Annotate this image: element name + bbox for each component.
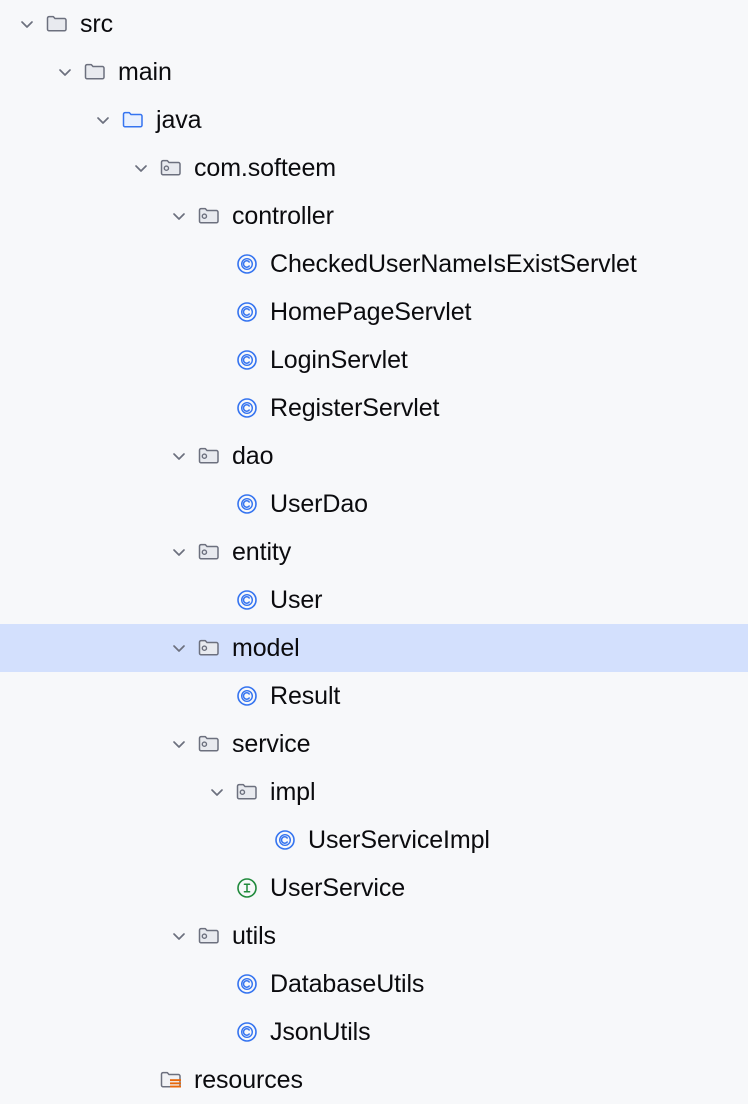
chevron-down-icon[interactable] bbox=[164, 528, 194, 576]
tree-row[interactable]: UserDao bbox=[0, 480, 748, 528]
tree-row[interactable]: CheckedUserNameIsExistServlet bbox=[0, 240, 748, 288]
chevron-down-icon[interactable] bbox=[164, 624, 194, 672]
package-icon bbox=[194, 912, 224, 960]
folder-resources-icon bbox=[156, 1056, 186, 1104]
chevron-down-icon[interactable] bbox=[164, 720, 194, 768]
tree-node-label: Result bbox=[270, 682, 341, 710]
tree-chevron-placeholder bbox=[202, 864, 232, 912]
tree-chevron-placeholder bbox=[202, 672, 232, 720]
tree-row[interactable]: model bbox=[0, 624, 748, 672]
java-class-icon bbox=[232, 384, 262, 432]
java-class-icon bbox=[232, 960, 262, 1008]
chevron-down-icon[interactable] bbox=[164, 192, 194, 240]
tree-row[interactable]: HomePageServlet bbox=[0, 288, 748, 336]
tree-node-label: resources bbox=[194, 1066, 303, 1094]
folder-gray-icon bbox=[42, 0, 72, 48]
tree-chevron-placeholder bbox=[202, 336, 232, 384]
tree-node-label: LoginServlet bbox=[270, 346, 408, 374]
chevron-down-icon[interactable] bbox=[126, 144, 156, 192]
tree-node-label: entity bbox=[232, 538, 292, 566]
java-class-icon bbox=[232, 288, 262, 336]
tree-row[interactable]: controller bbox=[0, 192, 748, 240]
package-icon bbox=[194, 192, 224, 240]
tree-node-label: impl bbox=[270, 778, 316, 806]
tree-node-label: model bbox=[232, 634, 300, 662]
package-icon bbox=[156, 144, 186, 192]
folder-blue-icon bbox=[118, 96, 148, 144]
java-class-icon bbox=[232, 480, 262, 528]
chevron-down-icon[interactable] bbox=[164, 432, 194, 480]
tree-node-label: UserService bbox=[270, 874, 406, 902]
tree-chevron-placeholder bbox=[202, 1008, 232, 1056]
java-class-icon bbox=[232, 1008, 262, 1056]
tree-node-label: JsonUtils bbox=[270, 1018, 371, 1046]
tree-node-label: User bbox=[270, 586, 323, 614]
tree-chevron-placeholder bbox=[202, 240, 232, 288]
tree-row[interactable]: UserServiceImpl bbox=[0, 816, 748, 864]
tree-row[interactable]: utils bbox=[0, 912, 748, 960]
tree-node-label: main bbox=[118, 58, 172, 86]
tree-chevron-placeholder bbox=[240, 816, 270, 864]
tree-row[interactable]: User bbox=[0, 576, 748, 624]
chevron-down-icon[interactable] bbox=[164, 912, 194, 960]
tree-row[interactable]: entity bbox=[0, 528, 748, 576]
package-icon bbox=[194, 432, 224, 480]
chevron-down-icon[interactable] bbox=[202, 768, 232, 816]
tree-node-label: UserServiceImpl bbox=[308, 826, 490, 854]
java-class-icon bbox=[232, 672, 262, 720]
tree-row[interactable]: dao bbox=[0, 432, 748, 480]
tree-row[interactable]: LoginServlet bbox=[0, 336, 748, 384]
tree-chevron-placeholder bbox=[202, 576, 232, 624]
tree-row[interactable]: DatabaseUtils bbox=[0, 960, 748, 1008]
chevron-down-icon[interactable] bbox=[12, 0, 42, 48]
tree-row[interactable]: RegisterServlet bbox=[0, 384, 748, 432]
java-class-icon bbox=[232, 576, 262, 624]
package-icon bbox=[194, 528, 224, 576]
package-icon bbox=[194, 624, 224, 672]
chevron-down-icon[interactable] bbox=[50, 48, 80, 96]
tree-node-label: com.softeem bbox=[194, 154, 337, 182]
tree-row[interactable]: resources bbox=[0, 1056, 748, 1104]
package-icon bbox=[232, 768, 262, 816]
tree-row[interactable]: service bbox=[0, 720, 748, 768]
tree-row[interactable]: java bbox=[0, 96, 748, 144]
java-class-icon bbox=[270, 816, 300, 864]
tree-row[interactable]: main bbox=[0, 48, 748, 96]
java-class-icon bbox=[232, 336, 262, 384]
tree-row[interactable]: JsonUtils bbox=[0, 1008, 748, 1056]
chevron-down-icon[interactable] bbox=[88, 96, 118, 144]
tree-row[interactable]: com.softeem bbox=[0, 144, 748, 192]
tree-row[interactable]: impl bbox=[0, 768, 748, 816]
tree-chevron-placeholder bbox=[202, 960, 232, 1008]
tree-chevron-placeholder bbox=[202, 384, 232, 432]
folder-gray-icon bbox=[80, 48, 110, 96]
tree-node-label: UserDao bbox=[270, 490, 368, 518]
java-interface-icon bbox=[232, 864, 262, 912]
tree-node-label: DatabaseUtils bbox=[270, 970, 425, 998]
tree-row[interactable]: UserService bbox=[0, 864, 748, 912]
tree-node-label: controller bbox=[232, 202, 334, 230]
tree-node-label: RegisterServlet bbox=[270, 394, 440, 422]
tree-chevron-placeholder bbox=[126, 1056, 156, 1104]
tree-row[interactable]: src bbox=[0, 0, 748, 48]
tree-chevron-placeholder bbox=[202, 480, 232, 528]
tree-node-label: service bbox=[232, 730, 311, 758]
package-icon bbox=[194, 720, 224, 768]
java-class-icon bbox=[232, 240, 262, 288]
tree-node-label: src bbox=[80, 10, 114, 38]
tree-node-label: java bbox=[156, 106, 202, 134]
tree-chevron-placeholder bbox=[202, 288, 232, 336]
tree-node-label: CheckedUserNameIsExistServlet bbox=[270, 250, 637, 278]
tree-row[interactable]: Result bbox=[0, 672, 748, 720]
tree-node-label: utils bbox=[232, 922, 276, 950]
tree-node-label: HomePageServlet bbox=[270, 298, 472, 326]
tree-node-label: dao bbox=[232, 442, 274, 470]
